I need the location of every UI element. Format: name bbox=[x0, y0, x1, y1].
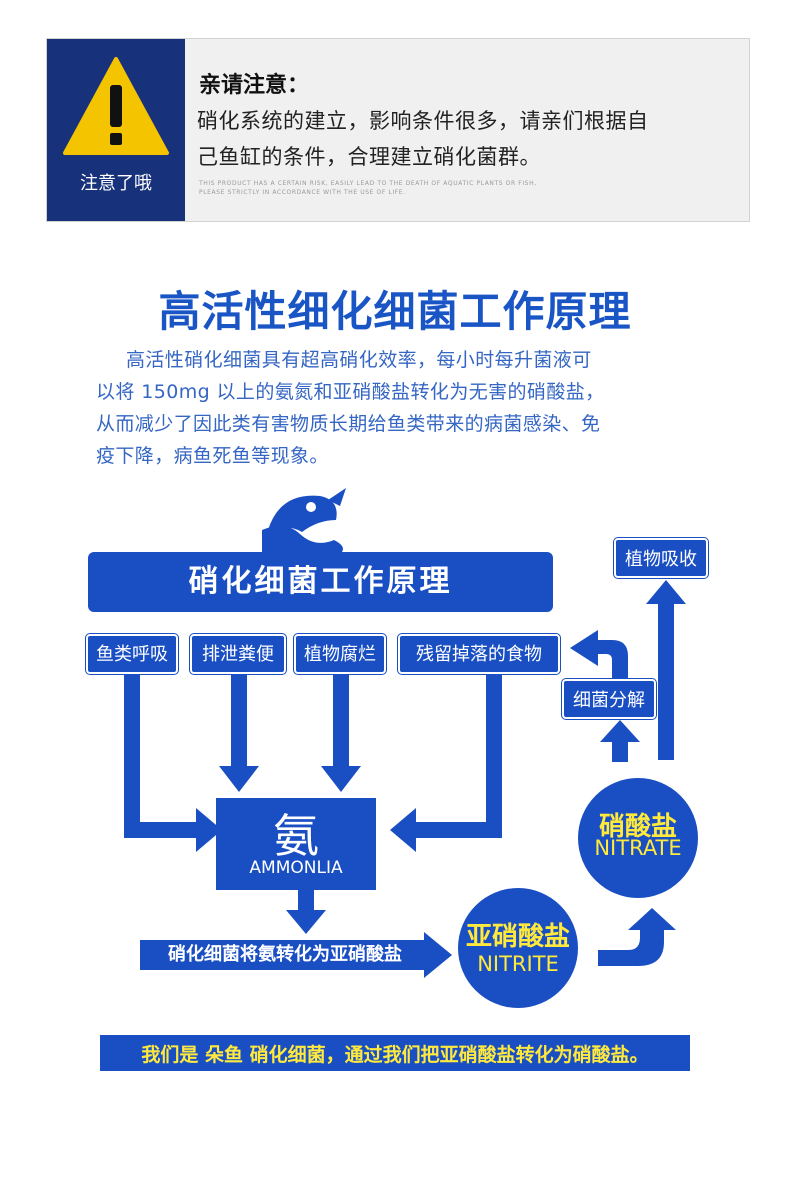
paragraph-line: 高活性硝化细菌具有超高硝化效率，每小时每升菌液可 bbox=[126, 349, 592, 371]
nitrite-label-cn: 亚硝酸盐 bbox=[465, 922, 570, 952]
notice-title: 亲请注意： bbox=[199, 73, 310, 98]
conversion-label: 硝化细菌将氨转化为亚硝酸盐 bbox=[168, 944, 402, 965]
ammonia-box bbox=[216, 798, 376, 890]
arrow-nitrite-to-nitrate bbox=[598, 908, 676, 966]
paragraph-line: 从而减少了因此类有害物质长期给鱼类带来的病菌感染、免 bbox=[96, 413, 601, 435]
paragraph-line: 疫下降，病鱼死鱼等现象。 bbox=[96, 445, 329, 467]
arrow-decay-to-ammonia bbox=[321, 674, 361, 792]
nitrate-label-cn: 硝酸盐 bbox=[598, 812, 677, 842]
arrow-breathing-to-ammonia bbox=[124, 674, 222, 852]
arrow-to-nitrite bbox=[140, 932, 452, 978]
diagram-banner-title: 硝化细菌工作原理 bbox=[88, 552, 553, 612]
ammonia-label-en: AMMONLIA bbox=[249, 858, 343, 878]
arrow-nitrate-to-plant bbox=[646, 580, 686, 760]
arrow-excretion-to-ammonia bbox=[219, 674, 259, 792]
source-leftover-food: 残留掉落的食物 bbox=[398, 634, 560, 674]
nitrite-label-en: NITRITE bbox=[477, 952, 559, 976]
arrow-decompose-to-food bbox=[570, 630, 628, 679]
nitrite-circle bbox=[458, 888, 578, 1008]
ammonia-label-cn: 氨 bbox=[273, 809, 319, 863]
notice-banner: 注意了哦 亲请注意： 硝化系统的建立，影响条件很多，请亲们根据自 己鱼缸的条件，… bbox=[46, 38, 750, 222]
notice-line: 硝化系统的建立，影响条件很多，请亲们根据自 bbox=[197, 109, 649, 133]
arrow-ammonia-down bbox=[286, 890, 326, 934]
nitrate-label-en: NITRATE bbox=[594, 836, 682, 860]
source-plant-decay: 植物腐烂 bbox=[294, 634, 386, 674]
source-excretion: 排泄粪便 bbox=[190, 634, 286, 674]
fish-icon bbox=[262, 488, 346, 552]
paragraph-line: 以将 150mg 以上的氨氮和亚硝酸盐转化为无害的硝酸盐， bbox=[96, 381, 605, 403]
plant-absorb-box: 植物吸收 bbox=[614, 538, 708, 578]
notice-fine-print: THIS PRODUCT HAS A CERTAIN RISK, EASILY … bbox=[199, 180, 537, 187]
notice-line: 己鱼缸的条件，合理建立硝化菌群。 bbox=[197, 145, 541, 169]
nitrate-circle bbox=[578, 778, 698, 898]
notice-badge-label: 注意了哦 bbox=[80, 173, 152, 194]
footer-text: 我们是 朵鱼 硝化细菌，通过我们把亚硝酸盐转化为硝酸盐。 bbox=[141, 1044, 649, 1066]
arrow-food-to-ammonia bbox=[390, 674, 502, 852]
notice-fine-print: PLEASE STRICTLY IN ACCORDANCE WITH THE U… bbox=[199, 189, 406, 196]
footer-bar bbox=[100, 1035, 690, 1071]
arrow-nitrate-to-decompose bbox=[600, 720, 640, 762]
notice-badge: 注意了哦 bbox=[47, 39, 185, 221]
warning-icon bbox=[63, 57, 169, 155]
source-fish-breathing: 鱼类呼吸 bbox=[86, 634, 178, 674]
bacteria-decompose-box: 细菌分解 bbox=[562, 679, 656, 719]
main-title: 高活性细化细菌工作原理 bbox=[158, 287, 632, 336]
